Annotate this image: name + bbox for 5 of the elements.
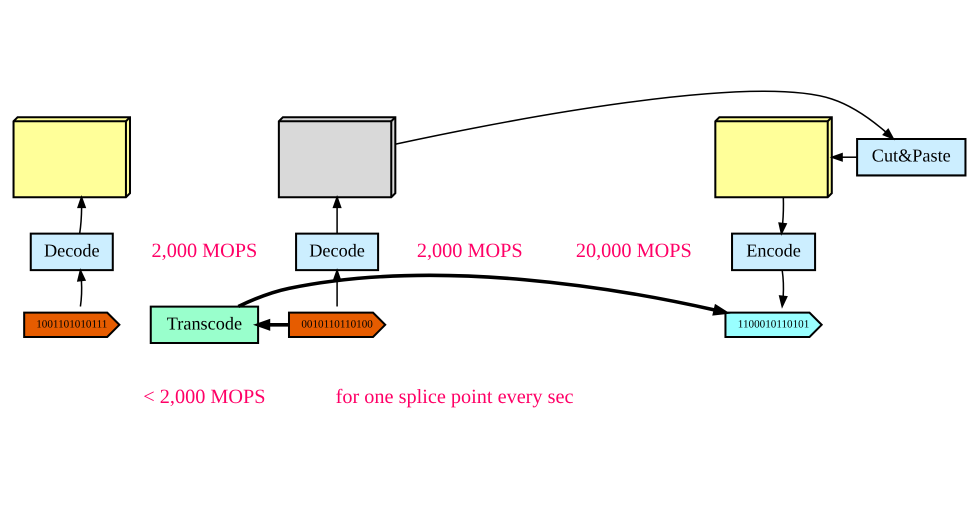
label: for one splice point every sec bbox=[335, 385, 573, 408]
label: < 2,000 MOPS bbox=[142, 385, 266, 408]
label: 20,000 MOPS bbox=[575, 239, 692, 262]
label: 2,000 MOPS bbox=[151, 239, 257, 262]
label: 2,000 MOPS bbox=[416, 239, 522, 262]
